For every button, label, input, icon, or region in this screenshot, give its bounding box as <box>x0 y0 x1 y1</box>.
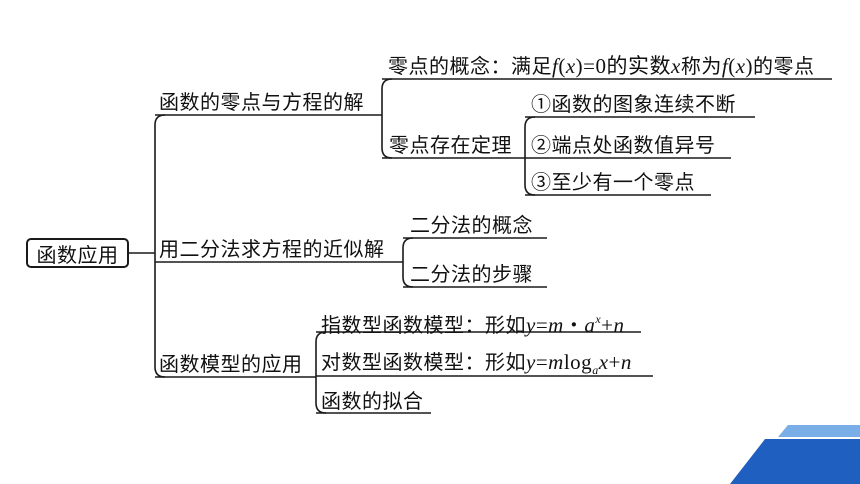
corner-decoration <box>730 425 860 484</box>
bisection-concept: 二分法的概念 <box>410 213 533 237</box>
zero-concept-text: 零点的概念：满足f(x)=0的实数x称为f(x)的零点 <box>388 54 815 78</box>
branch3-subtrunk <box>315 331 327 414</box>
branch1-subtrunk <box>381 78 393 159</box>
theorem-subtrunk <box>524 116 536 196</box>
condition-3: ③至少有一个零点 <box>531 170 695 194</box>
zero-theorem-label: 零点存在定理 <box>389 133 512 157</box>
bisection-steps: 二分法的步骤 <box>410 262 533 286</box>
branch3-label: 函数模型的应用 <box>159 352 303 376</box>
branch2-subtrunk <box>402 237 414 288</box>
function-fitting: 函数的拟合 <box>321 389 424 413</box>
corner-stripe-light <box>778 425 860 437</box>
log-model-text: 对数型函数模型：形如y=mlogax+n <box>321 350 632 377</box>
root-node: 函数应用 <box>26 238 129 268</box>
corner-block-dark <box>730 439 860 484</box>
branch2-label: 用二分法求方程的近似解 <box>159 237 385 261</box>
condition-2: ②端点处函数值异号 <box>531 133 716 157</box>
main-trunk <box>154 114 166 378</box>
condition-1: ①函数的图象连续不断 <box>531 92 736 116</box>
exp-model-text: 指数型函数模型：形如y=m・ax+n <box>321 312 625 337</box>
branch1-label: 函数的零点与方程的解 <box>159 90 364 114</box>
